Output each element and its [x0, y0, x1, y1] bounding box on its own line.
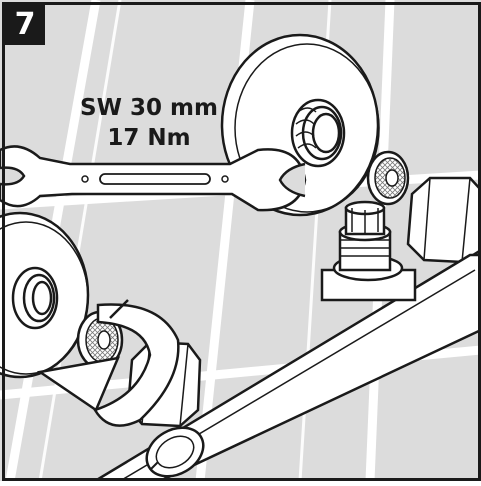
step-number: 7	[14, 7, 36, 42]
wrench-icon	[0, 145, 307, 212]
spec-label: SW 30 mm 17 Nm	[64, 93, 234, 153]
step-badge: 7	[5, 5, 45, 45]
strainer-filter-lower	[76, 310, 124, 370]
wrench-size-label: SW 30 mm	[80, 95, 218, 121]
lower-wall-connection	[0, 211, 90, 379]
valve-cartridge	[320, 200, 417, 302]
hex-nut-upper	[406, 176, 481, 264]
torque-label: 17 Nm	[107, 125, 191, 151]
strainer-filter-upper	[366, 150, 410, 206]
rotate-arrow-icon	[36, 299, 180, 427]
